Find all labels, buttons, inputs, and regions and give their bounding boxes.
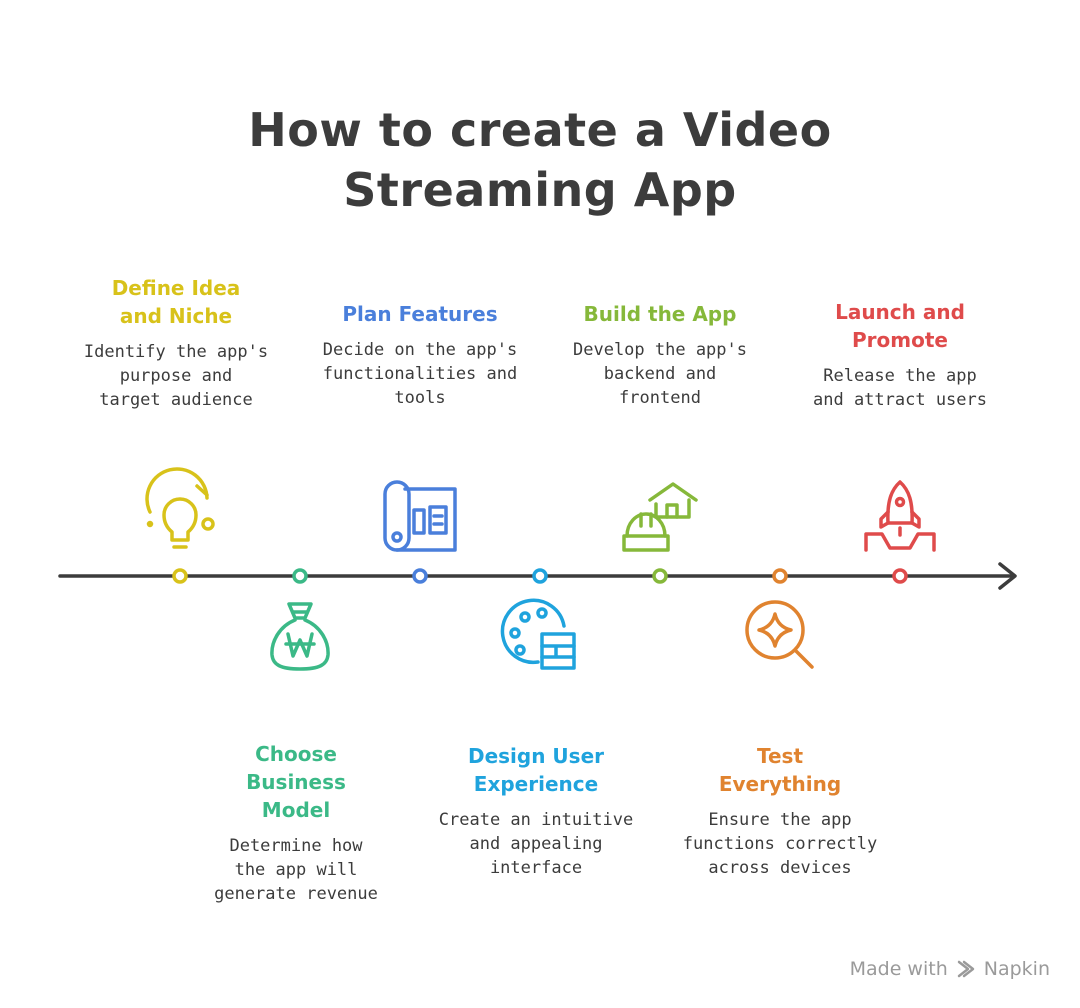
blueprint-icon bbox=[383, 480, 457, 552]
step-choose-business-model: Choose Business Model Determine how the … bbox=[186, 740, 406, 906]
napkin-logo-icon bbox=[957, 960, 974, 978]
title-line-2: Streaming App bbox=[343, 163, 737, 217]
timeline-dot-3 bbox=[412, 568, 428, 584]
napkin-brand: Napkin bbox=[983, 958, 1050, 980]
step-plan-features: Plan Features Decide on the app's functi… bbox=[310, 300, 530, 410]
rocket-icon bbox=[864, 480, 936, 552]
step-title: Test Everything bbox=[718, 744, 842, 796]
step-title: Launch and Promote bbox=[835, 300, 965, 352]
step-description: Decide on the app's functionalities and … bbox=[322, 340, 518, 408]
timeline-dot-2 bbox=[292, 568, 308, 584]
timeline-dot-5 bbox=[652, 568, 668, 584]
lightbulb-icon bbox=[145, 467, 215, 549]
step-launch-promote: Launch and Promote Release the app and a… bbox=[790, 298, 1010, 412]
step-title: Plan Features bbox=[342, 302, 498, 326]
step-description: Ensure the app functions correctly acros… bbox=[682, 810, 878, 878]
timeline-arrowhead bbox=[998, 562, 1017, 590]
timeline-dot-6 bbox=[772, 568, 788, 584]
step-description: Release the app and attract users bbox=[813, 366, 987, 410]
step-title: Build the App bbox=[583, 302, 737, 326]
made-with-label: Made with bbox=[849, 958, 948, 980]
step-description: Identify the app's purpose and target au… bbox=[83, 342, 269, 410]
made-with-napkin-footer: Made with Napkin bbox=[850, 958, 1050, 980]
money-bag-icon bbox=[270, 602, 330, 671]
step-description: Determine how the app will generate reve… bbox=[214, 836, 378, 904]
step-test-everything: Test Everything Ensure the app functions… bbox=[670, 742, 890, 880]
timeline-dot-7 bbox=[892, 568, 908, 584]
magnify-sparkle-icon bbox=[745, 600, 814, 669]
step-design-ux: Design User Experience Create an intuiti… bbox=[426, 742, 646, 880]
timeline-dot-4 bbox=[532, 568, 548, 584]
step-title: Design User Experience bbox=[467, 744, 604, 796]
step-title: Define Idea and Niche bbox=[111, 276, 241, 328]
step-description: Create an intuitive and appealing interf… bbox=[438, 810, 634, 878]
construction-icon bbox=[622, 482, 698, 552]
design-palette-icon bbox=[500, 598, 576, 670]
page-title: How to create a Video Streaming App bbox=[0, 100, 1080, 220]
timeline-dot-1 bbox=[172, 568, 188, 584]
step-build-app: Build the App Develop the app's backend … bbox=[550, 300, 770, 410]
title-line-1: How to create a Video bbox=[248, 103, 832, 157]
step-define-idea: Define Idea and Niche Identify the app's… bbox=[66, 274, 286, 412]
step-title: Choose Business Model bbox=[246, 742, 346, 822]
step-description: Develop the app's backend and frontend bbox=[573, 340, 747, 408]
